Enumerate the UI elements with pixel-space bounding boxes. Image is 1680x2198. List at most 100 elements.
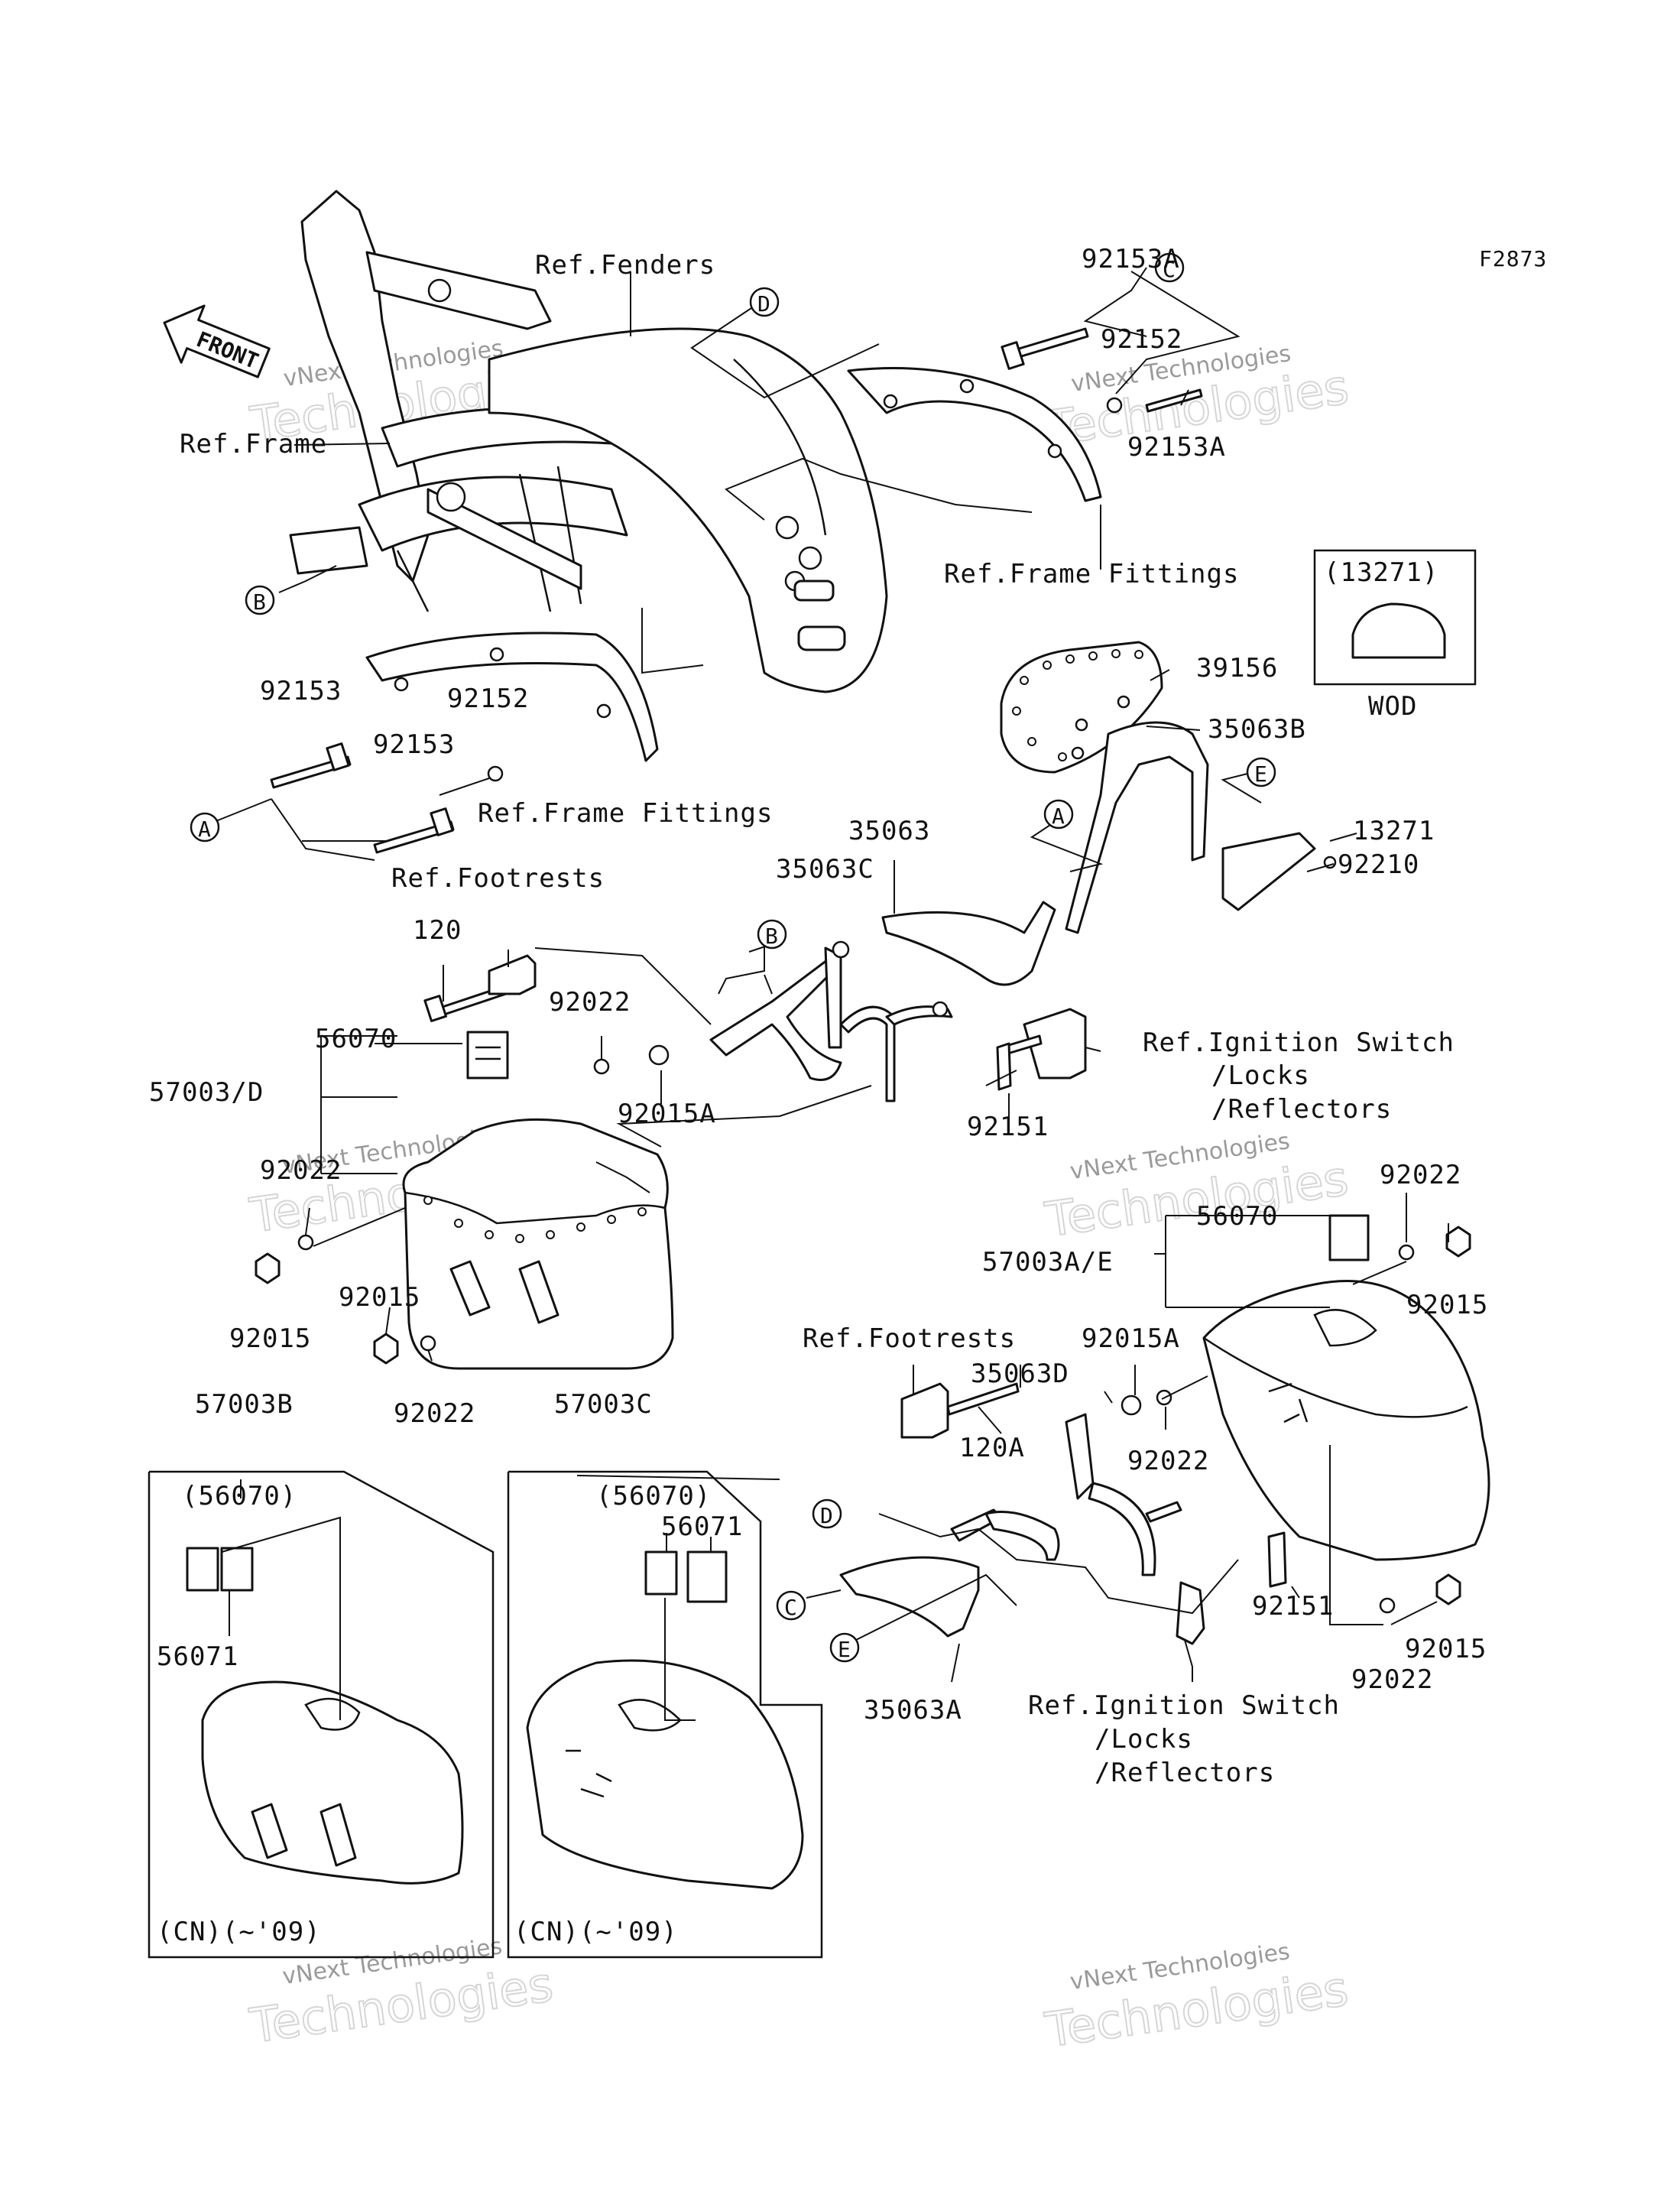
right-saddlebag-bracket <box>839 1413 1205 1645</box>
callout-E-top: E <box>1246 757 1276 787</box>
svg-text:D: D <box>757 291 771 317</box>
label-ref-ignition-left-1: Ref.Ignition Switch <box>1143 1028 1455 1058</box>
label-39156: 39156 <box>1196 653 1278 683</box>
callout-C-low: C <box>776 1590 806 1621</box>
label-35063B: 35063B <box>1208 714 1306 745</box>
label-variant-b: (CN)(~'09) <box>157 1917 321 1947</box>
label-120A: 120A <box>959 1433 1025 1463</box>
label-56070 <box>466 1031 509 1080</box>
label-120: 120 <box>413 915 462 946</box>
label-92022-left: 92022 <box>260 1155 342 1186</box>
label-13271: 13271 <box>1353 816 1435 846</box>
svg-text:B: B <box>765 924 779 949</box>
inset-57003C <box>507 1470 823 1959</box>
label-92152-top: 92152 <box>1101 324 1182 355</box>
label-56071-inset-b: 56071 <box>157 1641 238 1672</box>
label-92015-left: 92015 <box>229 1323 311 1354</box>
wod-label: WOD <box>1368 691 1417 722</box>
label-56071-inset-c: 56071 <box>661 1511 743 1542</box>
left-saddlebag <box>402 1118 674 1370</box>
callout-D-low: D <box>812 1498 842 1529</box>
wod-inset: (13271) WOD <box>1313 549 1477 722</box>
label-92015-bottom: 92015 <box>339 1282 420 1313</box>
label-56070-inset-b: (56070) <box>182 1481 297 1511</box>
label-ref-frame-fittings-left: Ref.Frame Fittings <box>478 798 773 829</box>
svg-text:A: A <box>198 817 212 842</box>
label-ref-ignition-left-3: /Reflectors <box>1211 1094 1392 1125</box>
fender-drawing <box>488 327 888 693</box>
label-35063C: 35063C <box>776 854 874 885</box>
label-57003B: 57003B <box>195 1389 294 1420</box>
svg-text:B: B <box>253 589 267 615</box>
label-92151-left: 92151 <box>967 1112 1049 1142</box>
label-92210: 92210 <box>1338 849 1419 880</box>
callout-B-left: B <box>245 585 275 615</box>
label-ref-frame-fittings-top: Ref.Frame Fittings <box>944 559 1239 589</box>
svg-text:E: E <box>838 1637 851 1662</box>
bolt-92153-upper <box>270 755 352 789</box>
svg-text:C: C <box>784 1595 798 1620</box>
label-ref-ignition-right-2: /Locks <box>1095 1724 1193 1755</box>
label-92022-bottom: 92022 <box>394 1398 475 1429</box>
callout-B-mid: B <box>757 919 787 950</box>
callout-C-top: C <box>1154 252 1185 283</box>
label-56070-right: 56070 <box>1196 1201 1278 1232</box>
label-92015-right-low: 92015 <box>1405 1634 1487 1664</box>
label-35063D: 35063D <box>971 1359 1069 1389</box>
label-56070-right <box>1328 1214 1370 1261</box>
label-92022-mid: 92022 <box>1127 1446 1209 1476</box>
label-ref-frame: Ref.Frame <box>180 429 327 459</box>
label-ref-footrests-right: Ref.Footrests <box>803 1323 1016 1354</box>
svg-text:E: E <box>1254 761 1268 787</box>
label-ref-fenders: Ref.Fenders <box>535 250 715 281</box>
washer-92022-right-low <box>1379 1597 1396 1614</box>
label-57003D: 57003/D <box>149 1077 264 1108</box>
label-92151-right: 92151 <box>1252 1591 1334 1622</box>
inset-57003B <box>148 1470 495 1959</box>
label-35063: 35063 <box>848 816 930 846</box>
backrest-bracket <box>1065 721 1209 934</box>
label-92153A-right: 92153A <box>1127 432 1226 463</box>
nut-92015-right-low <box>1435 1573 1461 1605</box>
washer-92022-bottom <box>420 1335 436 1352</box>
label-ref-footrests-left: Ref.Footrests <box>391 863 605 894</box>
label-57003C: 57003C <box>554 1389 653 1420</box>
label-92153-lower: 92153 <box>373 729 455 760</box>
label-57003AE: 57003A/E <box>982 1247 1114 1278</box>
label-ref-ignition-right-3: /Reflectors <box>1095 1758 1275 1788</box>
nut-92015-left <box>255 1252 281 1284</box>
label-92015A-left: 92015A <box>618 1099 716 1129</box>
label-92022-right-top: 92022 <box>1380 1160 1461 1190</box>
label-ref-ignition-left-2: /Locks <box>1211 1060 1310 1091</box>
nut-92015-right <box>1445 1226 1471 1258</box>
callout-D-top: D <box>749 287 780 317</box>
figure-code: F2873 <box>1479 246 1547 271</box>
washer-92022 <box>593 1058 610 1075</box>
backrest-pad <box>1221 832 1316 911</box>
right-saddlebag <box>1202 1280 1490 1561</box>
svg-text:D: D <box>820 1503 834 1528</box>
nut-92015A-right <box>1121 1394 1142 1416</box>
footrest-bracket-left <box>488 954 537 995</box>
frame-fitting-left <box>365 631 659 762</box>
leader-lines <box>213 267 1449 1721</box>
label-35063A: 35063A <box>864 1695 962 1726</box>
label-92152-left: 92152 <box>447 683 529 714</box>
label-92022-right-low: 92022 <box>1351 1664 1433 1695</box>
nut-92015A <box>648 1044 670 1066</box>
washer-92022-left <box>297 1234 314 1251</box>
label-56070-left: 56070 <box>315 1024 397 1054</box>
frame-fitting-right <box>847 367 1102 502</box>
label-56070-inset-c: (56070) <box>596 1481 711 1511</box>
footrest-bracket-right <box>900 1382 949 1439</box>
bolt-92151 <box>996 1042 1012 1091</box>
label-92153A-top: 92153A <box>1082 244 1180 274</box>
part-labels: Ref.Fenders Ref.Frame Ref.Frame Fittings… <box>149 244 1488 1947</box>
washer-92022-right <box>1398 1244 1415 1261</box>
wod-code: (13271) <box>1324 557 1438 588</box>
label-92015-right: 92015 <box>1406 1290 1488 1320</box>
bolt-92151-right <box>1267 1531 1287 1588</box>
nut-92152 <box>487 765 504 782</box>
front-arrow-icon: FRONT <box>163 304 271 378</box>
